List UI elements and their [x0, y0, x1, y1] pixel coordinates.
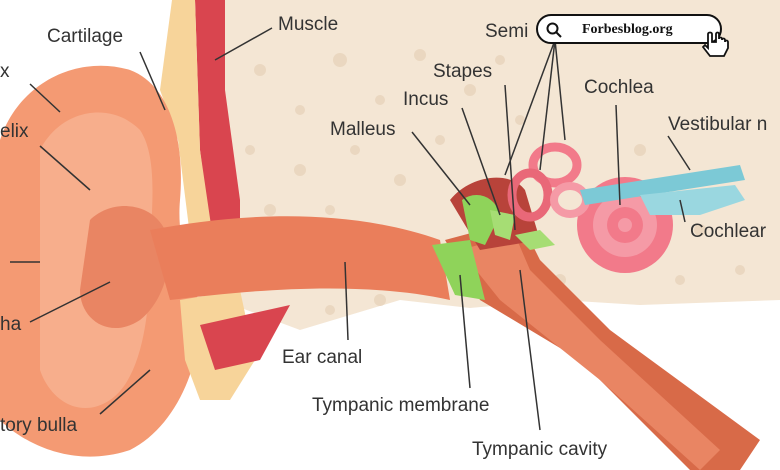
label-malleus: Malleus	[330, 119, 396, 140]
cartilage-strip	[160, 0, 212, 236]
watermark-text: Forbesblog.org	[582, 22, 673, 37]
search-icon	[546, 22, 562, 38]
leader-lines	[10, 27, 691, 431]
lower-muscle	[200, 305, 290, 370]
tympanic-cavity-highlight	[460, 235, 720, 470]
watermark-badge: Forbesblog.org	[536, 14, 722, 44]
muscle	[195, 0, 240, 230]
pointing-hand-icon	[702, 31, 729, 57]
label-tympanic-cavity: Tympanic cavity	[472, 439, 608, 460]
semicircular-canal-1	[528, 142, 582, 188]
label-cochlea: Cochlea	[584, 77, 654, 98]
cochlear-nerve	[640, 185, 745, 215]
ear-canal	[150, 216, 450, 300]
label-stapes: Stapes	[433, 61, 493, 82]
label-concha: ha	[0, 314, 22, 335]
tympanic-membrane	[432, 240, 485, 300]
concha	[80, 206, 169, 329]
label-incus: Incus	[403, 89, 449, 110]
cochlea-spiral-core	[618, 218, 632, 232]
label-semicircular: Semi	[485, 21, 529, 42]
vestibular-nerve	[580, 165, 745, 205]
stapes-ossicle	[515, 230, 555, 250]
label-helix: x	[0, 61, 10, 82]
label-cochlear-nerve: Cochlear	[690, 221, 767, 242]
label-cartilage: Cartilage	[47, 26, 124, 47]
label-tympanic-membrane: Tympanic membrane	[312, 395, 490, 416]
label-antihelix: elix	[0, 121, 29, 142]
label-ear-canal: Ear canal	[282, 347, 363, 368]
label-muscle: Muscle	[278, 14, 339, 35]
incus-ossicle	[490, 210, 515, 240]
label-vestibular-nerve: Vestibular n	[668, 114, 768, 135]
malleus-ossicle	[462, 195, 500, 245]
label-auditory-bulla: tory bulla	[0, 415, 78, 436]
